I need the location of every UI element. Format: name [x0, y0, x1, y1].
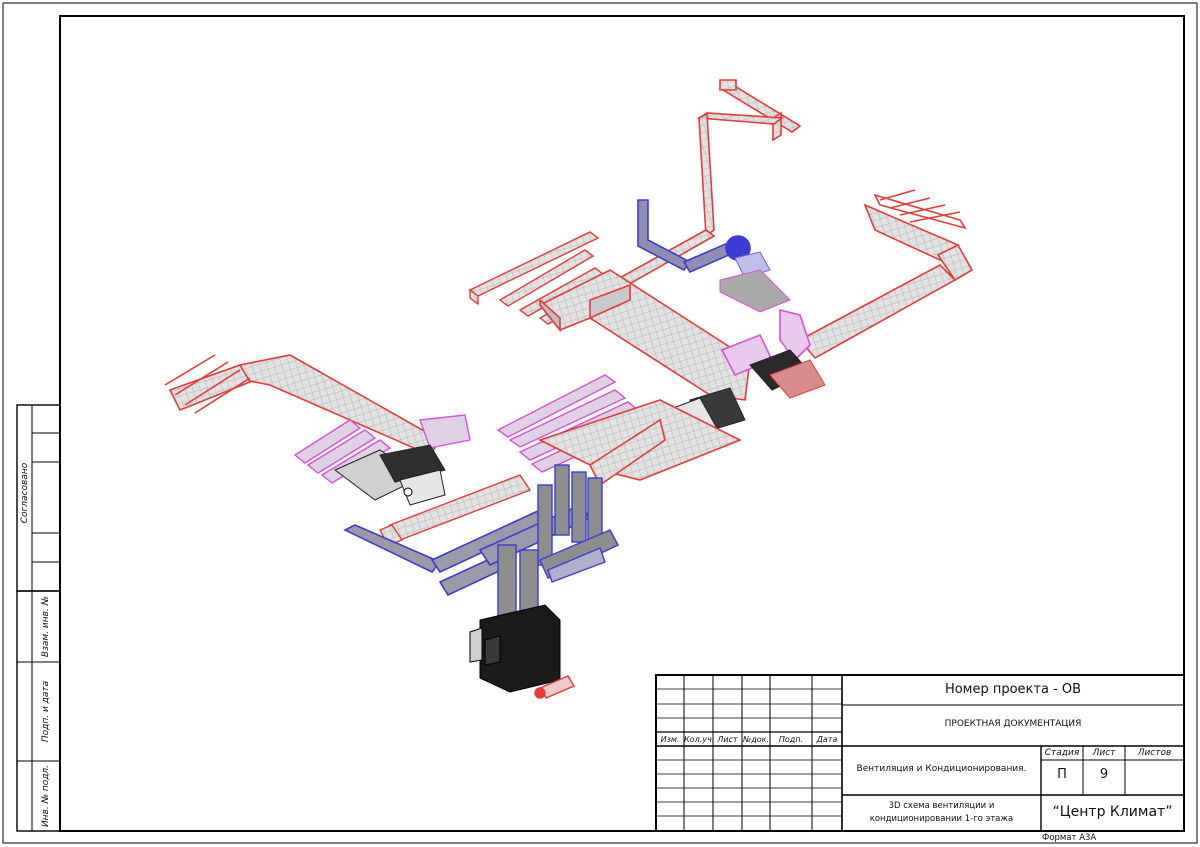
stamp-sign-date: Подп. и дата: [41, 680, 51, 743]
project-number: Номер проекта - ОВ: [944, 682, 1082, 697]
col-ndok: №док.: [742, 735, 770, 744]
stamp-replace-inv: Взам. инв. №: [41, 595, 51, 658]
supply-branch-left: [164, 354, 442, 457]
sheet-value: 9: [1099, 767, 1109, 782]
stamp-inv-orig: Инв. № подл.: [41, 764, 51, 828]
supply-branch-right: [798, 189, 974, 360]
section-name: Вентиляция и Кондиционирования.: [856, 764, 1027, 774]
stage-label: Стадия: [1044, 748, 1080, 758]
col-koluch: Кол.уч.: [684, 735, 715, 744]
drawing-title: 3D схема вентиляции и кондиционировании …: [869, 801, 1014, 824]
exhaust-duct-top: [637, 199, 751, 274]
sheets-label: Листов: [1137, 748, 1172, 758]
col-izm: Изм.: [660, 735, 680, 744]
sheet-format: Формат А3А: [1042, 833, 1097, 843]
col-podp: Подп.: [778, 735, 804, 744]
doc-type: ПРОЕКТНАЯ ДОКУМЕНТАЦИЯ: [944, 719, 1082, 729]
sheet-label: Лист: [1092, 748, 1116, 758]
fan-unit: [719, 251, 791, 313]
supply-main-duct: [538, 269, 751, 401]
supply-duct-center: [537, 399, 742, 487]
title-block: [655, 674, 1185, 832]
company-name: “Центр Климат”: [1052, 804, 1173, 820]
red-fitting: [534, 675, 576, 699]
side-stamp: [16, 404, 61, 832]
col-data: Дата: [816, 735, 838, 744]
ventilation-3d-diagram: [164, 79, 974, 699]
stage-value: П: [1057, 767, 1067, 782]
ahu-left: [334, 444, 446, 506]
equipment-unit: [469, 604, 561, 693]
col-list: Лист: [717, 735, 738, 744]
stamp-agreed: Согласовано: [20, 462, 30, 524]
